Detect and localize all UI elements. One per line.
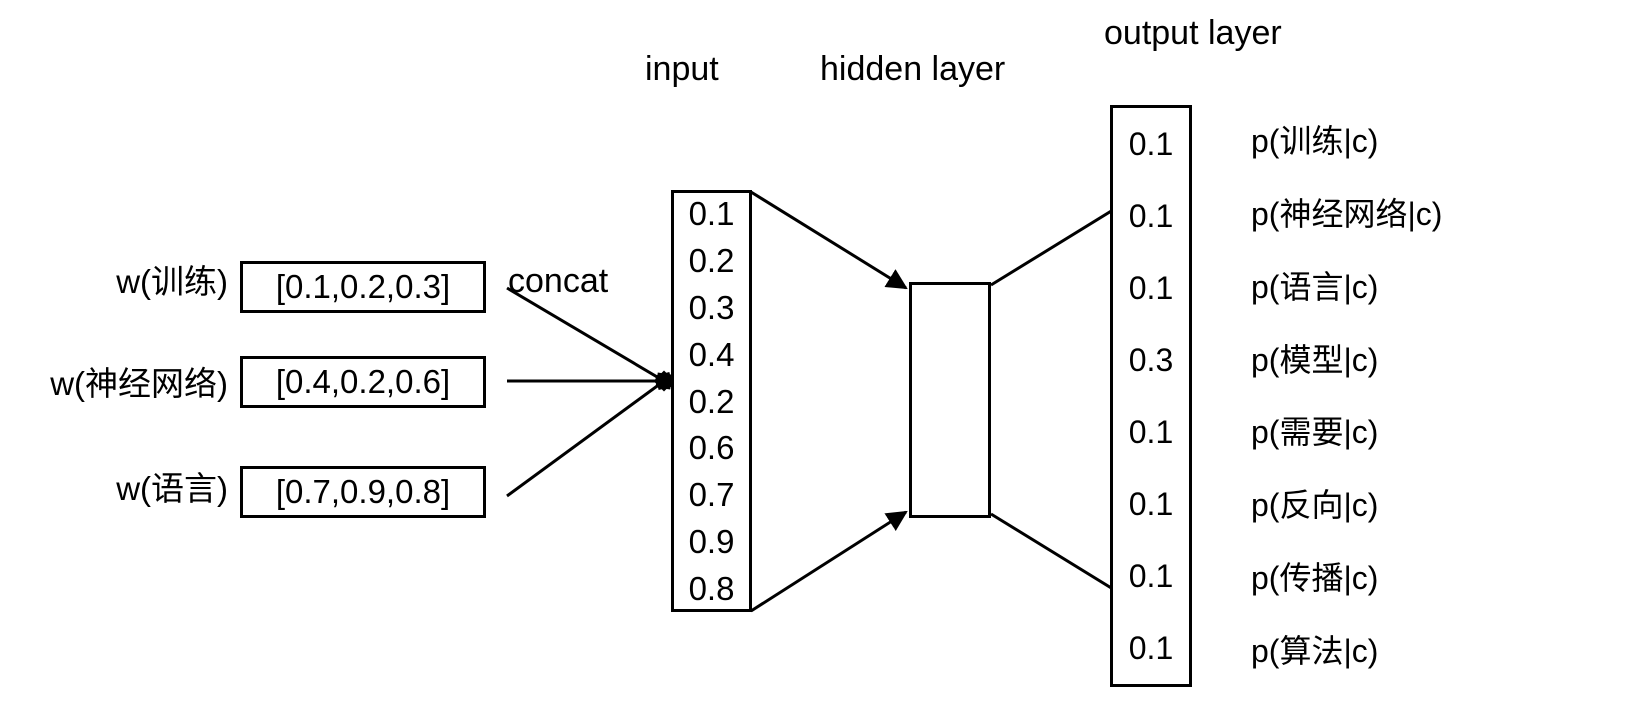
input-cell: 0.2 [688, 382, 735, 420]
input-to-hidden-arrows [750, 190, 908, 613]
output-layer-title: output layer [1104, 14, 1282, 52]
input-cell: 0.6 [688, 429, 735, 467]
embedding-box-0[interactable]: [0.1,0.2,0.3] [240, 261, 486, 313]
embedding-box-1[interactable]: [0.4,0.2,0.6] [240, 356, 486, 408]
output-probability-label: p(模型|c) [1251, 341, 1379, 378]
input-cell: 0.1 [688, 195, 735, 232]
input-vector-column[interactable]: 0.1 0.2 0.3 0.4 0.2 0.6 0.7 0.9 0.8 [671, 190, 752, 612]
output-probability-label: p(传播|c) [1251, 559, 1379, 596]
output-probability-list: p(训练|c) p(神经网络|c) p(语言|c) p(模型|c) p(需要|c) p(反… [1251, 105, 1621, 687]
output-cell: 0.1 [1128, 414, 1174, 450]
output-cell: 0.1 [1128, 558, 1174, 594]
output-cell: 0.1 [1128, 198, 1174, 234]
input-cell: 0.2 [688, 241, 735, 279]
input-cell: 0.8 [688, 570, 735, 607]
input-title: input [645, 50, 719, 88]
hidden-layer-title: hidden layer [820, 50, 1006, 88]
hidden-layer-box[interactable] [909, 282, 991, 518]
output-probability-label: p(语言|c) [1251, 268, 1379, 305]
output-probability-label: p(训练|c) [1251, 123, 1379, 160]
output-cell: 0.1 [1128, 126, 1174, 162]
input-cell: 0.3 [688, 288, 735, 326]
input-cell: 0.4 [688, 335, 735, 373]
concat-label: concat [508, 262, 609, 300]
output-vector-column[interactable]: 0.1 0.1 0.1 0.3 0.1 0.1 0.1 0.1 [1110, 105, 1192, 687]
input-cell: 0.9 [688, 523, 735, 561]
output-probability-label: p(神经网络|c) [1251, 196, 1443, 233]
output-cell: 0.3 [1128, 342, 1174, 378]
output-cell: 0.1 [1128, 630, 1174, 666]
word-label-0: w(训练) [116, 263, 228, 300]
embedding-box-2[interactable]: [0.7,0.9,0.8] [240, 466, 486, 518]
input-cell: 0.7 [688, 476, 735, 514]
output-probability-label: p(需要|c) [1251, 414, 1379, 451]
output-probability-label: p(反向|c) [1251, 487, 1379, 524]
word-label-1: w(神经网络) [50, 365, 228, 402]
output-cell: 0.1 [1128, 270, 1174, 306]
output-probability-label: p(算法|c) [1251, 632, 1379, 669]
concat-arrows [506, 286, 675, 498]
word-label-2: w(语言) [116, 470, 228, 507]
output-cell: 0.1 [1128, 486, 1174, 522]
